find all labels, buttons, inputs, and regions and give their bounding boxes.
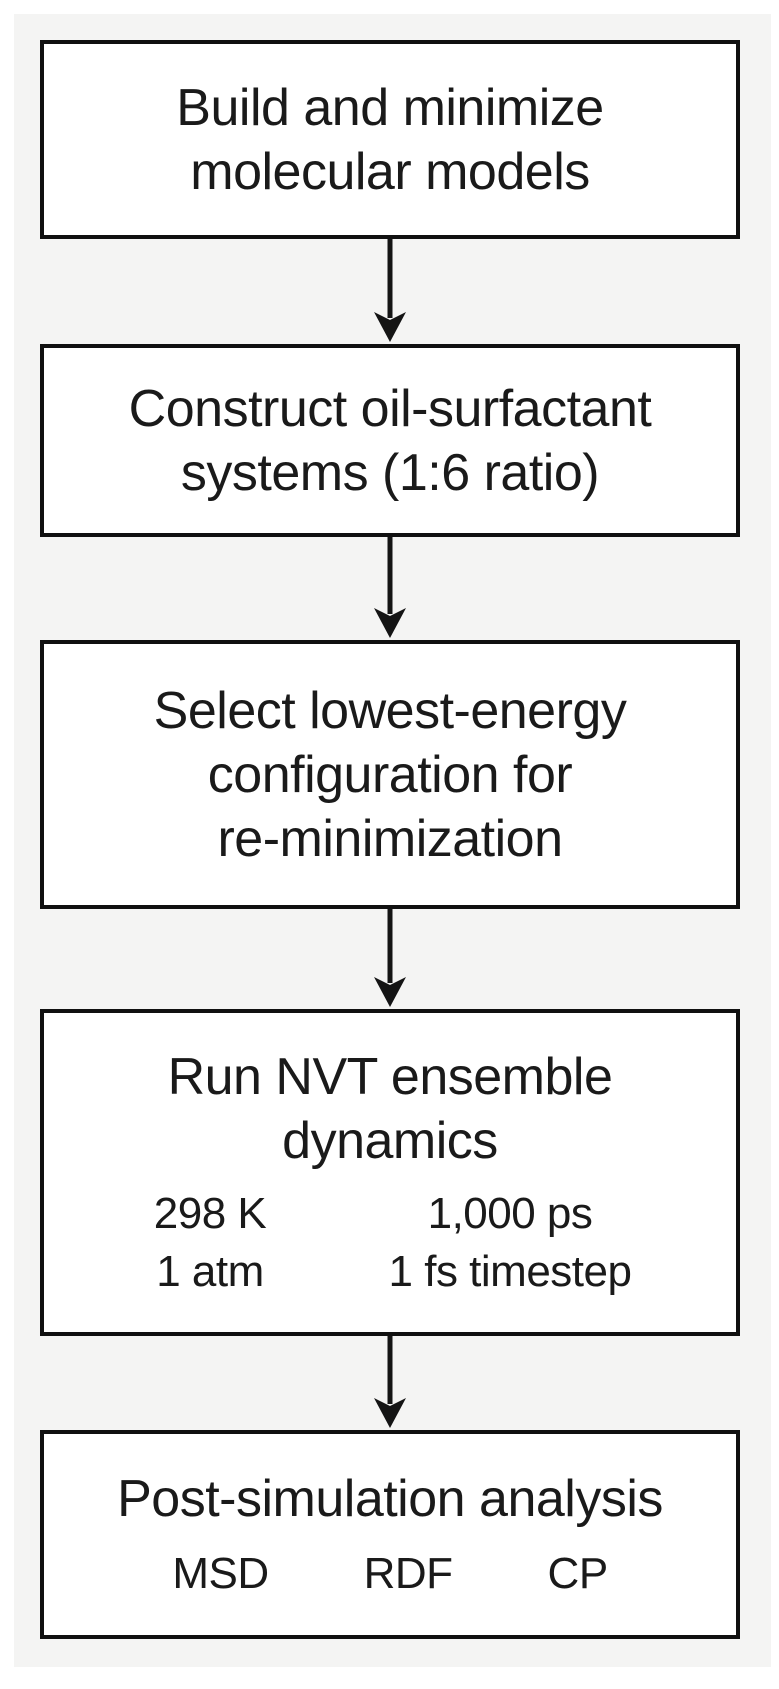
arrow-down-icon <box>374 537 406 638</box>
arrow-down-icon <box>374 1336 406 1428</box>
step-text-line: re-minimization <box>217 809 563 868</box>
step-text-line: Run NVT ensemble <box>167 1047 613 1106</box>
analysis-tag-msd: MSD <box>172 1548 269 1598</box>
arrow-down-icon <box>374 239 406 342</box>
flow-step-post-simulation-analysis: Post-simulation analysis MSD RDF CP <box>40 1430 740 1639</box>
param-timestep: 1 fs timestep <box>388 1246 632 1296</box>
analysis-tag-rdf: RDF <box>363 1548 453 1598</box>
param-temperature: 298 K <box>153 1188 267 1238</box>
flow-step-build-minimize: Build and minimize molecular models <box>40 40 740 239</box>
flow-step-run-nvt-dynamics: Run NVT ensemble dynamics 298 K 1,000 ps… <box>40 1009 740 1336</box>
step-text-line: Construct oil-surfactant <box>128 379 652 438</box>
simulation-parameters: 298 K 1,000 ps 1 atm 1 fs timestep <box>90 1185 690 1301</box>
step-text-line: molecular models <box>190 142 590 201</box>
step-text-line: systems (1:6 ratio) <box>180 443 600 502</box>
step-text-line: configuration for <box>207 745 573 804</box>
step-text-line: Select lowest-energy <box>153 681 627 740</box>
analysis-tags: MSD RDF CP <box>172 1545 609 1603</box>
step-text-line: dynamics <box>282 1111 498 1170</box>
step-text-line: Build and minimize <box>176 78 604 137</box>
analysis-tag-cp: CP <box>547 1548 609 1598</box>
param-duration: 1,000 ps <box>427 1188 593 1238</box>
arrow-down-icon <box>374 909 406 1007</box>
flow-step-select-configuration: Select lowest-energy configuration for r… <box>40 640 740 909</box>
step-text-line: Post-simulation analysis <box>117 1469 663 1528</box>
flow-step-construct-systems: Construct oil-surfactant systems (1:6 ra… <box>40 344 740 537</box>
param-pressure: 1 atm <box>156 1246 264 1296</box>
